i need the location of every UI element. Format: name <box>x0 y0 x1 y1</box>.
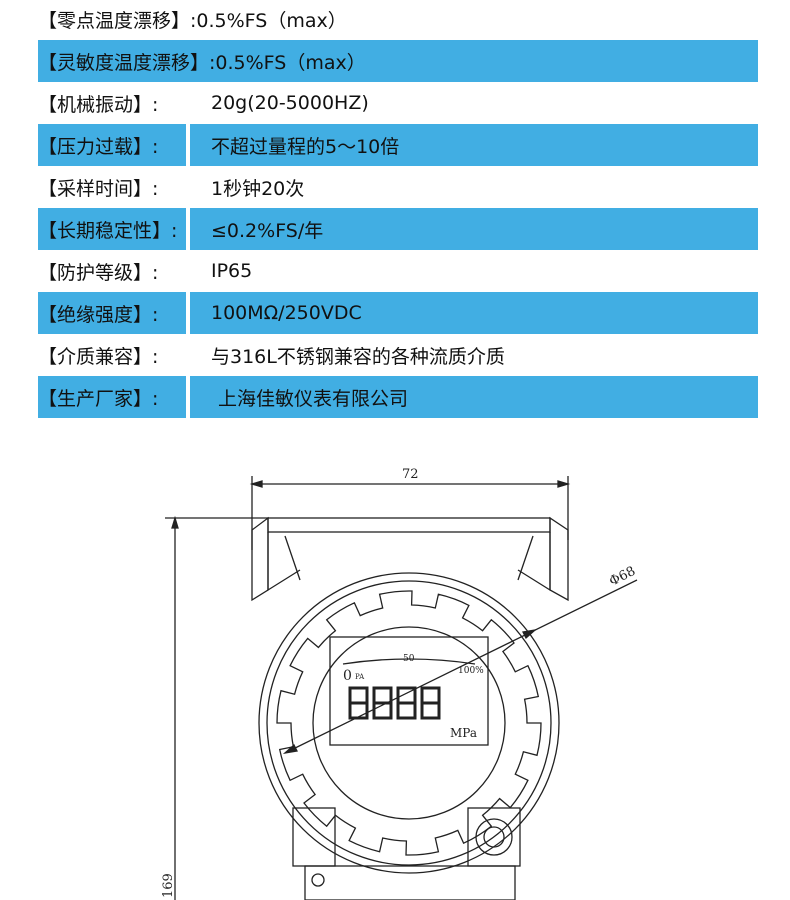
spec-label: 【压力过载】: <box>38 135 159 158</box>
lcd-scale-arc <box>342 658 476 665</box>
housing-left-wedge <box>251 516 269 602</box>
column-divider <box>186 376 190 418</box>
spec-value: ≤0.2%FS/年 <box>211 219 324 242</box>
width-dimension-label: 72 <box>402 467 419 482</box>
spec-label: 【防护等级】: <box>38 261 159 284</box>
spec-label: 【生产厂家】: <box>38 387 159 410</box>
spec-row-overload: 【压力过载】: 不超过量程的5～10倍 <box>38 124 758 166</box>
arrow-head <box>522 628 538 640</box>
spec-label: 【机械振动】: <box>38 93 159 116</box>
mount-screw <box>311 873 325 887</box>
conduit-opening-inner <box>483 826 505 848</box>
spec-value: IP65 <box>211 260 253 282</box>
column-divider <box>186 292 190 334</box>
display-window-circle <box>312 626 506 820</box>
spec-row-sampling: 【采样时间】: 1秒钟20次 <box>38 166 758 208</box>
spec-value: 1秒钟20次 <box>211 177 305 200</box>
spec-table: 【零点温度漂移】 :0.5%FS（max） 【灵敏度温度漂移】 :0.5%FS（… <box>38 0 758 418</box>
spec-value: :0.5%FS（max） <box>190 10 347 32</box>
spec-row-manufacturer: 【生产厂家】: 上海佳敏仪表有限公司 <box>38 376 758 418</box>
outer-housing-circle <box>258 572 560 874</box>
diameter-dimension-line <box>284 579 638 754</box>
spec-value: 20g(20-5000HZ) <box>211 92 369 114</box>
arrow-head <box>249 480 263 488</box>
lcd-scale-mid: 50 <box>403 654 415 664</box>
technical-drawing: 72 Φ68 169 0 PA 50 100% MPa <box>0 440 790 900</box>
diameter-dimension-label: Φ68 <box>607 564 638 590</box>
spec-label: 【长期稳定性】: <box>38 219 178 242</box>
lcd-scale-start: 0 <box>343 668 352 684</box>
lcd-unit: MPa <box>450 726 477 740</box>
spec-value: :0.5%FS（max） <box>209 51 366 74</box>
housing-right-wedge <box>549 516 569 602</box>
outer-housing-rim <box>266 580 552 866</box>
lcd-digits <box>348 686 441 720</box>
spec-row-vibration: 【机械振动】: 20g(20-5000HZ) <box>38 82 758 124</box>
arrow-head <box>282 743 298 755</box>
spec-value: 上海佳敏仪表有限公司 <box>218 387 409 410</box>
housing-detail <box>517 535 534 581</box>
arrow-head <box>171 515 179 529</box>
spec-label: 【介质兼容】: <box>38 345 159 368</box>
spec-label: 【零点温度漂移】 <box>38 10 191 32</box>
housing-top-cap <box>267 517 551 533</box>
height-dimension-label: 169 <box>161 873 176 898</box>
spec-value: 100MΩ/250VDC <box>211 302 362 324</box>
lcd-scale-end: 100% <box>458 666 484 676</box>
left-conduit-boss <box>292 807 336 867</box>
spec-row-sensitivity-drift: 【灵敏度温度漂移】 :0.5%FS（max） <box>38 40 758 82</box>
spec-row-stability: 【长期稳定性】: ≤0.2%FS/年 <box>38 208 758 250</box>
housing-left-fin <box>267 532 301 592</box>
housing-right-fin <box>517 532 551 592</box>
spec-value: 不超过量程的5～10倍 <box>211 135 400 158</box>
transmitter-front-view: 72 Φ68 169 0 PA 50 100% MPa <box>161 467 638 900</box>
column-divider <box>186 124 190 166</box>
spec-row-insulation: 【绝缘强度】: 100MΩ/250VDC <box>38 292 758 334</box>
column-divider <box>186 208 190 250</box>
spec-row-protection: 【防护等级】: IP65 <box>38 250 758 292</box>
lcd-frame <box>329 636 489 746</box>
arrow-head <box>557 480 571 488</box>
spec-label: 【绝缘强度】: <box>38 303 159 326</box>
spec-label: 【灵敏度温度漂移】 <box>38 51 210 74</box>
scalloped-ring <box>276 590 542 856</box>
spec-row-zero-drift: 【零点温度漂移】 :0.5%FS（max） <box>38 0 758 40</box>
spec-value: 与316L不锈钢兼容的各种流质介质 <box>211 345 505 368</box>
lcd-scale-small-unit: PA <box>355 673 365 681</box>
housing-detail <box>284 535 301 581</box>
spec-row-media: 【介质兼容】: 与316L不锈钢兼容的各种流质介质 <box>38 334 758 376</box>
lower-housing <box>304 865 516 900</box>
conduit-opening <box>475 818 513 856</box>
spec-label: 【采样时间】: <box>38 177 159 200</box>
